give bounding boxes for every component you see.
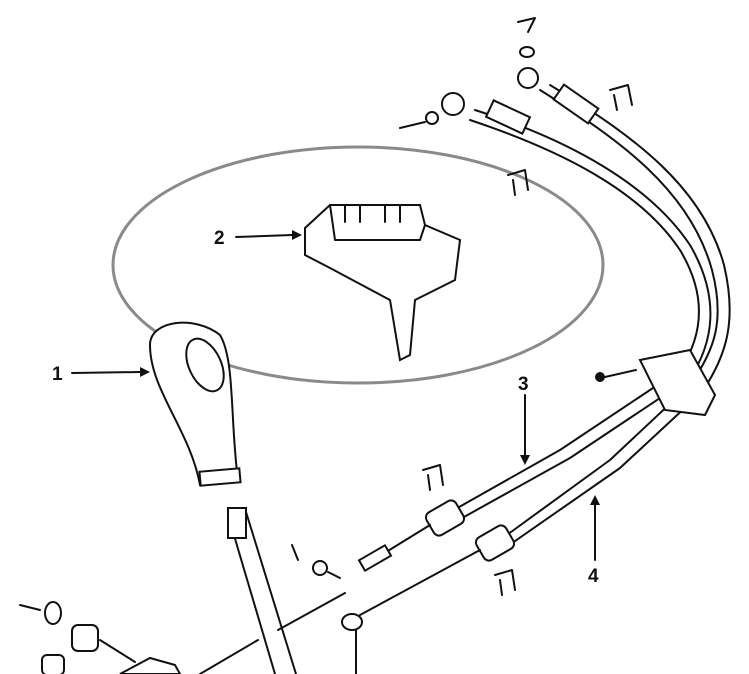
callout-2: 2 bbox=[214, 228, 225, 249]
cable-end-upper bbox=[399, 17, 600, 135]
callout-3: 3 bbox=[518, 374, 529, 395]
clips bbox=[422, 84, 633, 596]
cable-4 bbox=[499, 84, 731, 549]
bracket bbox=[304, 204, 462, 362]
highlight-ellipse bbox=[111, 145, 605, 385]
leader-lines bbox=[71, 230, 600, 561]
grommet bbox=[595, 348, 717, 417]
shift-lever bbox=[227, 507, 297, 674]
callout-1: 1 bbox=[52, 364, 63, 385]
shift-knob bbox=[148, 321, 242, 487]
cable-end-lower bbox=[291, 499, 516, 674]
callout-4: 4 bbox=[588, 566, 599, 587]
linkage bbox=[19, 592, 346, 674]
cable-3 bbox=[444, 109, 712, 523]
